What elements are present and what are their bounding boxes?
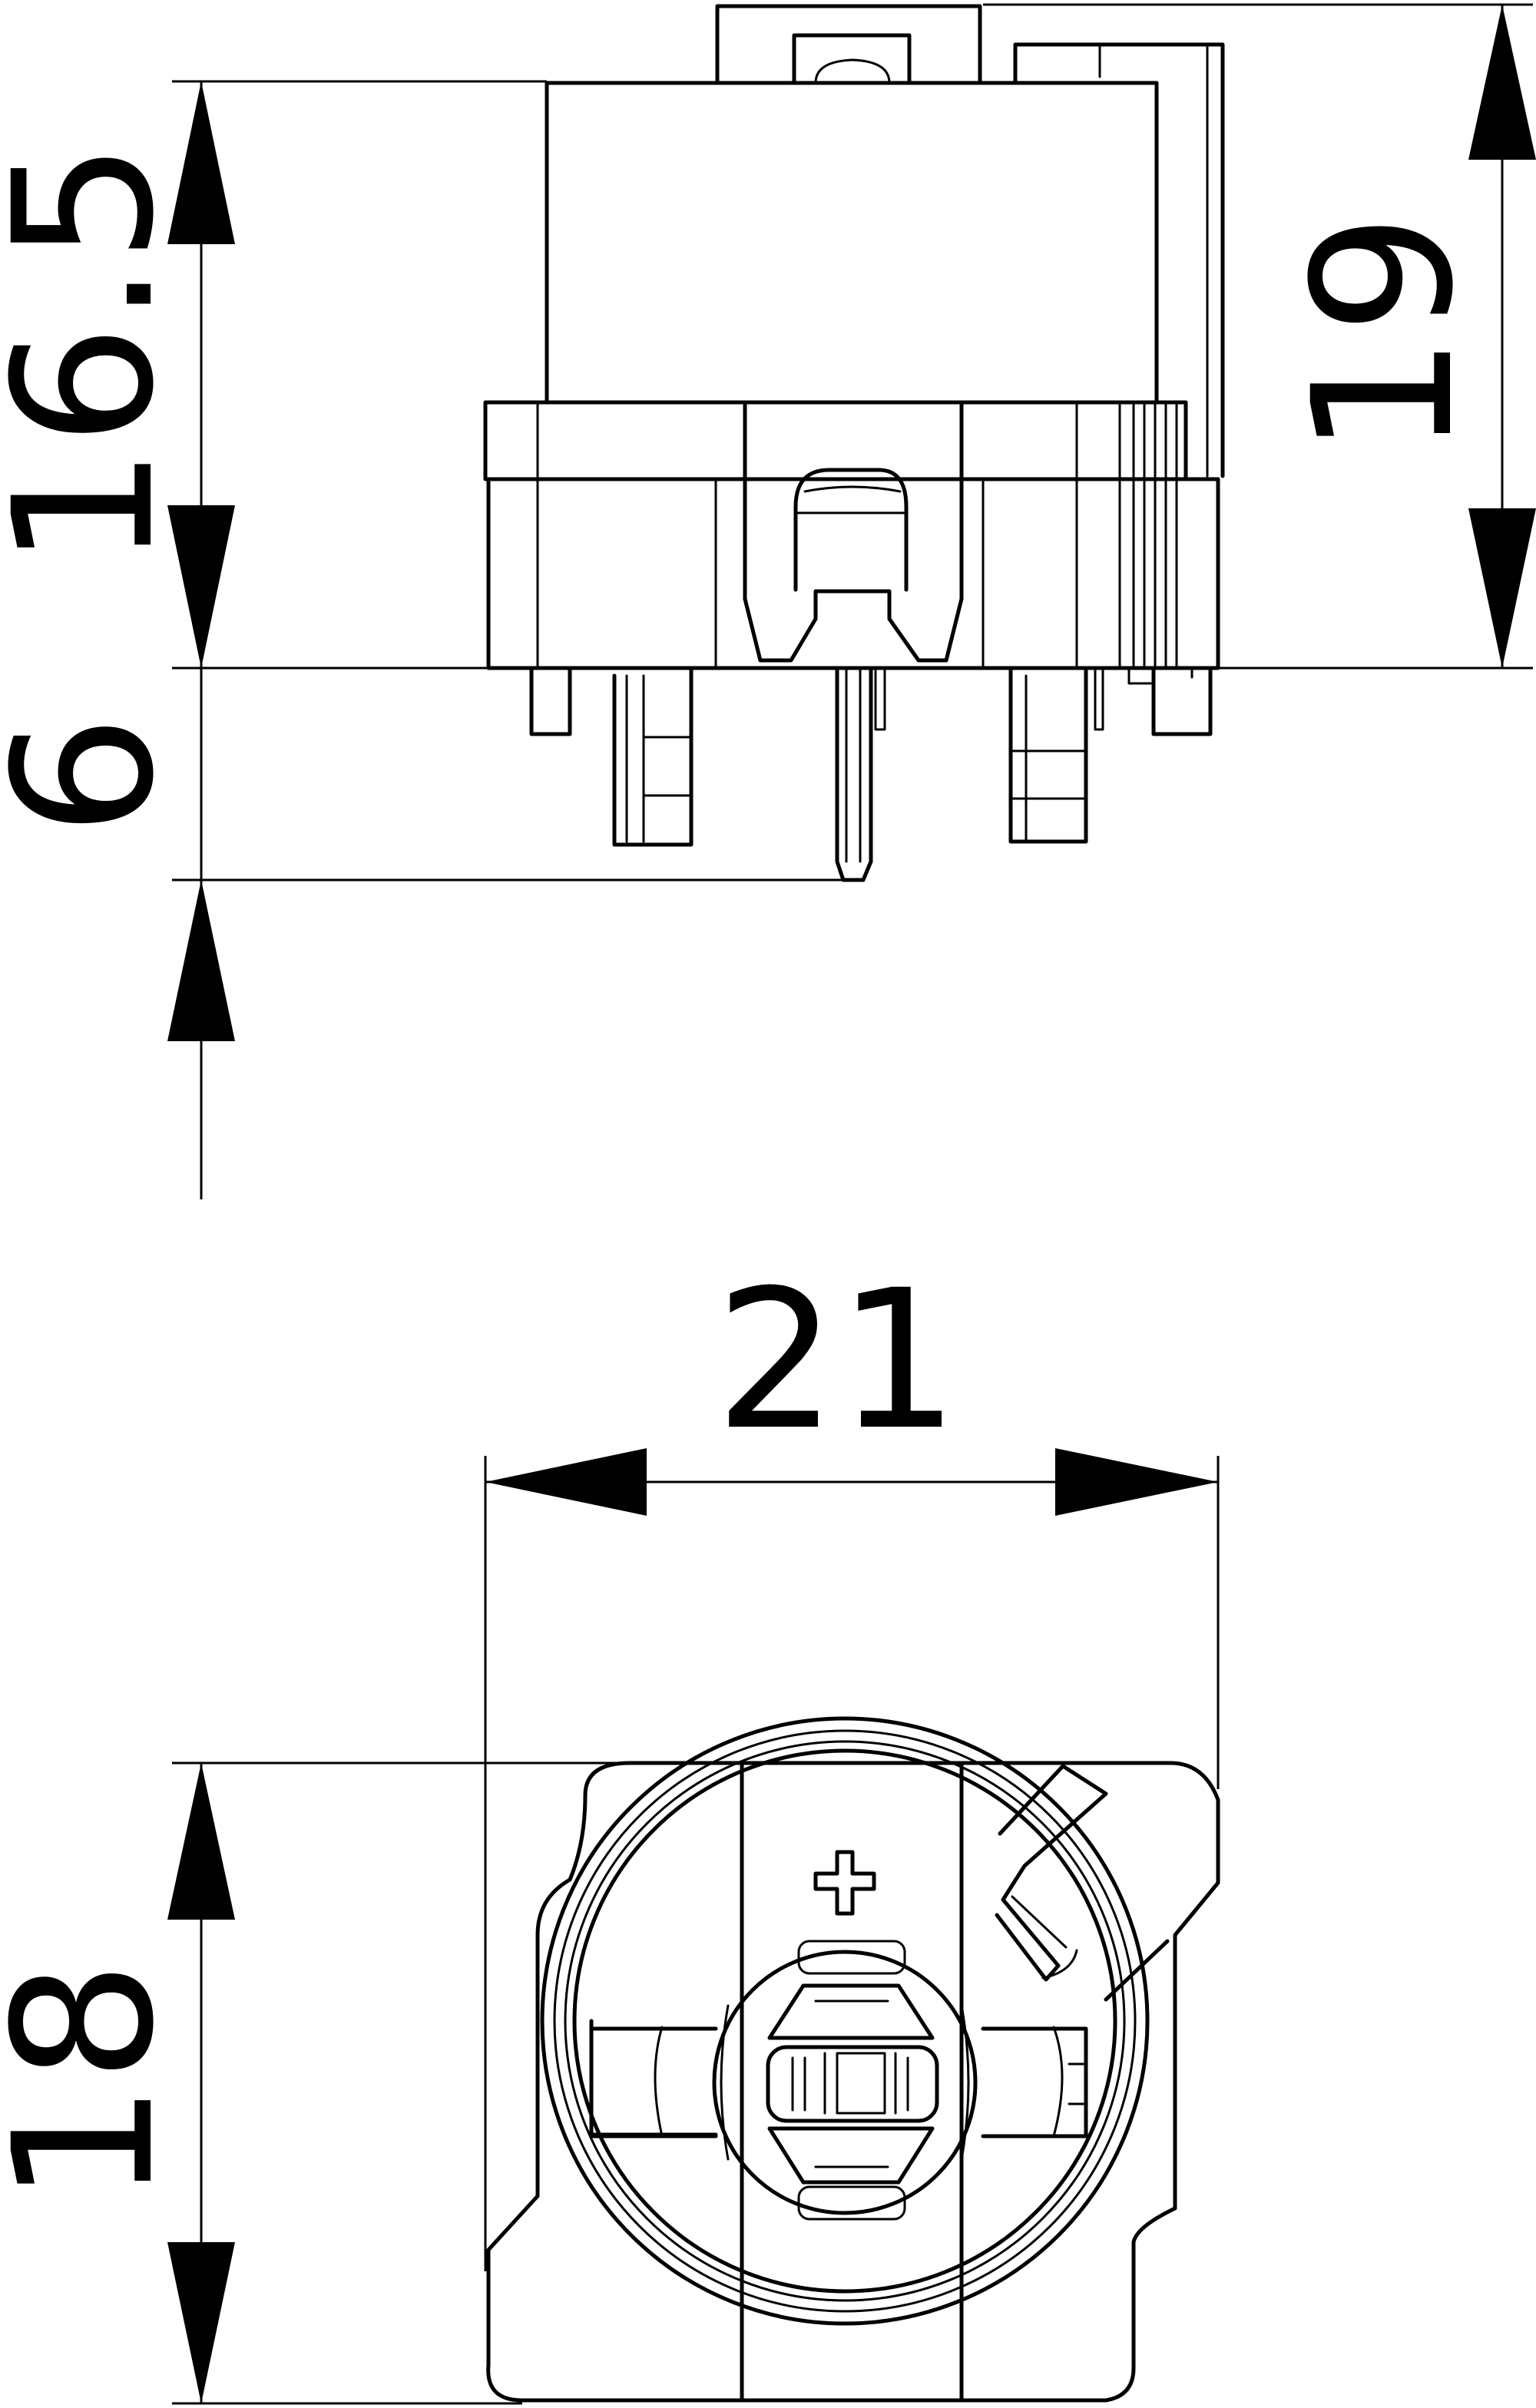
dim-19-label: 19 [1272, 213, 1495, 457]
dim-21-label: 21 [715, 1249, 959, 1472]
lower-contact [767, 2126, 935, 2185]
dimension-width: 21 [484, 1249, 1220, 2271]
center-slot [766, 2045, 939, 2123]
flange [483, 400, 1188, 481]
arrow-right [1055, 1448, 1218, 1516]
center-block [743, 400, 964, 663]
outer-housing [486, 1761, 744, 2403]
dim-6-label: 6 [0, 714, 196, 836]
dimension-depth: 18 [0, 1761, 630, 2405]
upper-body [545, 81, 1159, 405]
arrow-down [1468, 508, 1536, 668]
arrow-down [167, 505, 235, 668]
inner-ring [572, 1748, 1117, 2294]
upper-contact [767, 1983, 935, 2040]
arrow-up [167, 880, 235, 1041]
arrow-up [167, 81, 235, 244]
lower-body [486, 477, 1220, 670]
dimension-height-body: 16.5 6 [0, 80, 843, 1199]
top-cap [715, 4, 982, 85]
dim-18-label: 18 [0, 1960, 196, 2205]
side-view [483, 4, 1225, 882]
front-view: + [486, 1716, 1220, 2403]
side-bracket [1013, 42, 1225, 478]
arrow-down [167, 2242, 235, 2403]
center-hub [712, 1950, 978, 2215]
dimension-overall-height: 19 [983, 3, 1536, 670]
pins [529, 666, 1213, 882]
plus-symbol [813, 1850, 876, 1916]
dim-16-5-label: 16.5 [0, 141, 196, 569]
arrow-up [1468, 5, 1536, 160]
arrow-left [485, 1448, 647, 1516]
arrow-up [167, 1763, 235, 1920]
outer-ring [540, 1716, 1150, 2326]
